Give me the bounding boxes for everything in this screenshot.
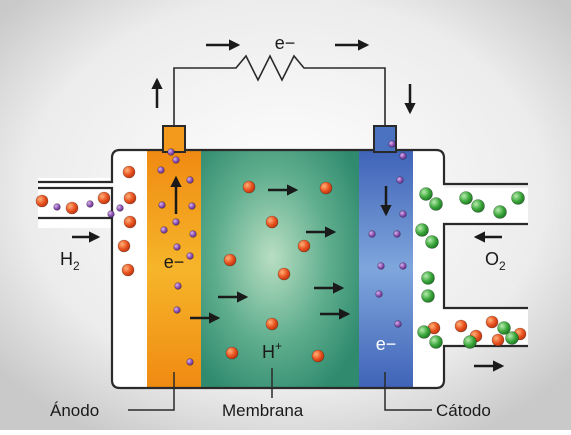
electron-particle-icon (167, 148, 175, 156)
electron-particle-icon (368, 230, 376, 238)
hydrogen-particle-icon (117, 239, 131, 253)
electron-particle-icon (186, 176, 194, 184)
hydrogen-particle-icon (223, 253, 237, 267)
hydrogen-particle-icon (225, 346, 239, 360)
hydrogen-particle-icon (265, 317, 279, 331)
anode-label: Ánodo (50, 401, 99, 420)
electron-particle-icon (86, 200, 94, 208)
anode-terminal (162, 125, 186, 153)
electron-particle-icon (53, 203, 61, 211)
electron-particle-icon (396, 176, 404, 184)
anode-leader-line (128, 372, 175, 411)
hydrogen-label: H2 (60, 249, 80, 273)
electron-particle-icon (157, 166, 165, 174)
electron-particle-icon (393, 230, 401, 238)
cathode-label: Cátodo (436, 401, 491, 420)
cathode-terminal (373, 125, 397, 153)
electron-particle-icon (375, 290, 383, 298)
external-circuit (173, 54, 386, 126)
anode-layer (147, 150, 201, 388)
oxygen-particle-icon (493, 205, 507, 219)
hydrogen-particle-icon (277, 267, 291, 281)
oxygen-particle-icon (425, 235, 439, 249)
oxygen-particle-icon (459, 191, 473, 205)
oxygen-particle-icon (421, 289, 435, 303)
hydrogen-particle-icon (122, 165, 136, 179)
electron-particle-icon (399, 210, 407, 218)
hydrogen-particle-icon (123, 215, 137, 229)
electron-particle-icon (186, 358, 194, 366)
cathode-leader-line (384, 372, 432, 411)
oxygen-particle-icon (471, 199, 485, 213)
outlet-walls (442, 222, 528, 310)
electron-particle-icon (173, 306, 181, 314)
electron-particle-icon (116, 204, 124, 212)
hydrogen-particle-icon (297, 239, 311, 253)
oxygen-particle-icon (505, 331, 519, 345)
hydrogen-particle-icon (242, 180, 256, 194)
electron-particle-icon (158, 201, 166, 209)
oxygen-particle-icon (415, 223, 429, 237)
hydrogen-particle-icon (121, 263, 135, 277)
electron-particle-icon (173, 243, 181, 251)
electron-particle-icon (172, 218, 180, 226)
electron-particle-icon (399, 262, 407, 270)
electron-particle-icon (394, 320, 402, 328)
oxygen-particle-icon (429, 335, 443, 349)
electron-particle-icon (174, 282, 182, 290)
electron-particle-icon (188, 202, 196, 210)
oxygen-particle-icon (421, 271, 435, 285)
circuit-arrows (72, 39, 505, 372)
electron-particle-icon (186, 252, 194, 260)
hydrogen-particle-icon (311, 349, 325, 363)
cell-outline-bottom (38, 186, 528, 390)
hydrogen-particle-icon (485, 315, 499, 329)
electron-particle-icon (399, 152, 407, 160)
oxygen-particle-icon (419, 187, 433, 201)
electron-particle-icon (189, 230, 197, 238)
oxygen-particle-icon (463, 335, 477, 349)
anode-electron-label: e− (164, 252, 185, 272)
electron-particle-icon (377, 262, 385, 270)
hydrogen-particle-icon (123, 191, 137, 205)
hydrogen-particle-icon (97, 191, 111, 205)
proton-label: H+ (262, 339, 282, 362)
hydrogen-particle-icon (491, 333, 505, 347)
oxygen-particle-icon (497, 321, 511, 335)
cell-outline-top-right (396, 148, 528, 186)
hydrogen-particle-icon (265, 215, 279, 229)
electron-particle-icon (388, 140, 396, 148)
oxygen-particle-icon (429, 197, 443, 211)
hydrogen-particle-icon (65, 201, 79, 215)
electron-particle-icon (172, 156, 180, 164)
cathode-electron-label: e− (376, 334, 397, 354)
cell-outline-top-left (38, 148, 163, 184)
oxygen-label: O2 (485, 249, 506, 273)
oxygen-particle-icon (511, 191, 525, 205)
hydrogen-particle-icon (35, 194, 49, 208)
oxygen-particle-icon (417, 325, 431, 339)
electron-particle-icon (160, 226, 168, 234)
particles (35, 140, 527, 366)
electron-particle-icon (107, 210, 115, 218)
electron-flow-label: e− (275, 33, 296, 53)
membrane-label: Membrana (222, 401, 304, 420)
hydrogen-particle-icon (454, 319, 468, 333)
hydrogen-particle-icon (319, 181, 333, 195)
